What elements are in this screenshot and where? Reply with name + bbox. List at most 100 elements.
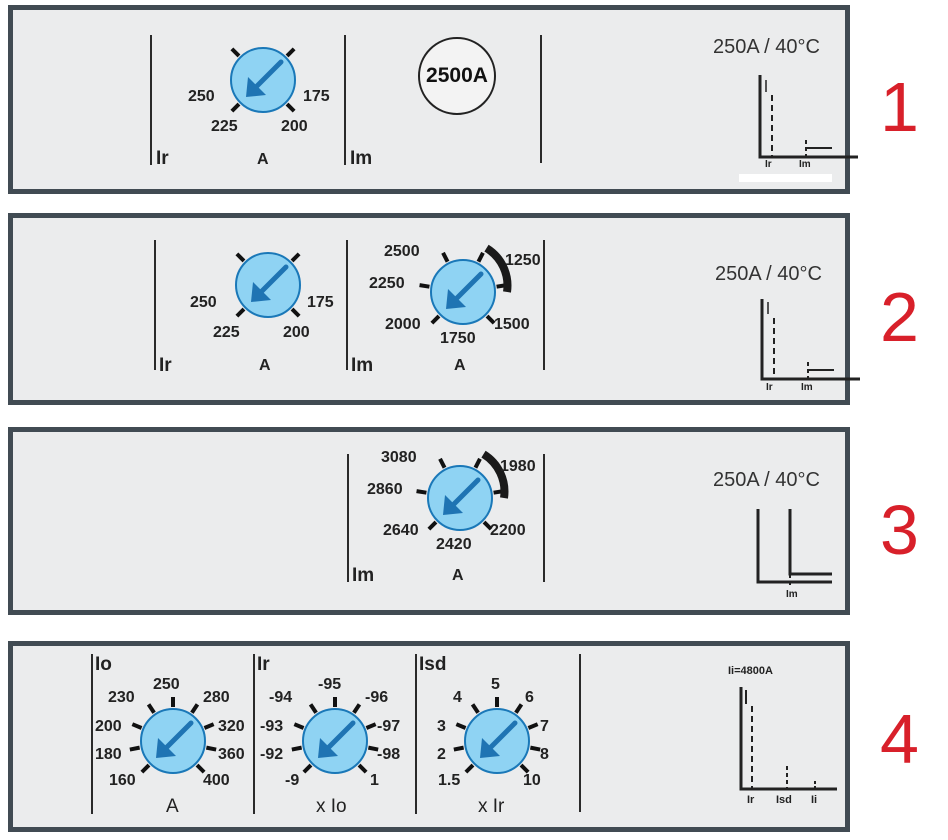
dial-tick (427, 520, 438, 531)
curve-label-ir: Ir (747, 794, 755, 806)
ir-tick-225: 225 (213, 324, 240, 341)
ir-tick-175: 175 (307, 294, 334, 311)
trip-curve (758, 75, 858, 159)
dial-tick (365, 722, 377, 730)
im-dial[interactable] (390, 442, 530, 562)
divider (346, 240, 348, 370)
dial-arrow-icon (318, 720, 356, 758)
ir-dial[interactable] (198, 240, 338, 350)
divider (543, 240, 545, 370)
dial-tick (352, 703, 362, 714)
ir-tick--98: -98 (377, 746, 401, 763)
panel-number-4: 4 (880, 700, 919, 778)
im-tick-1500: 1500 (494, 316, 530, 333)
dial-tick (476, 251, 485, 263)
im-dial[interactable] (393, 236, 533, 356)
trip-unit-panel-3: 3080 2860 2640 2420 2200 1980 Im A 250A … (8, 427, 850, 615)
isd-tick-7: 7 (540, 718, 549, 735)
white-strip (739, 174, 832, 182)
ir-tick-250: 250 (188, 88, 215, 105)
dial-arrow-icon (246, 59, 284, 97)
isd-dial[interactable] (427, 676, 567, 806)
curve-label-im: Im (786, 589, 798, 600)
ir-tick--9: -9 (285, 772, 300, 789)
dial-tick (416, 489, 427, 495)
divider (253, 654, 255, 814)
dial-tick (308, 703, 318, 714)
ir-label: Ir (159, 355, 172, 376)
divider (344, 35, 346, 165)
im-tick-2250: 2250 (369, 275, 405, 292)
ir-tick--95: -95 (318, 676, 342, 693)
divider (579, 654, 581, 812)
isd-tick-6: 6 (525, 689, 534, 706)
trip-unit-panel-2: 250 225 200 175 Ir A 2500 2250 2000 1750… (8, 213, 860, 405)
curve-title: Ii=4800A (728, 665, 773, 677)
rating-label: 250A / 40°C (715, 263, 822, 285)
dial-tick (146, 703, 156, 714)
panel-number-3: 3 (880, 491, 919, 569)
ir-label: Ir (156, 148, 169, 169)
io-tick-400: 400 (203, 772, 230, 789)
im-tick-2200: 2200 (490, 522, 526, 539)
dial-tick (419, 283, 430, 289)
ir-dial[interactable] (265, 676, 405, 806)
dial-tick (285, 102, 296, 113)
dial-tick (285, 47, 296, 58)
ir-label: Ir (257, 654, 270, 675)
dial-tick (529, 745, 541, 752)
isd-tick-8: 8 (540, 746, 549, 763)
isd-tick-4: 4 (453, 689, 462, 706)
dial-tick (367, 745, 379, 752)
divider (154, 240, 156, 370)
dial-tick (519, 763, 530, 774)
curve-label-im: Im (799, 159, 811, 170)
io-tick-180: 180 (95, 746, 122, 763)
dial-tick (230, 47, 241, 58)
dial-tick (357, 763, 368, 774)
io-tick-200: 200 (95, 718, 122, 735)
im-tick-2640: 2640 (383, 522, 419, 539)
im-label: Im (352, 565, 375, 586)
dial-tick (455, 722, 467, 730)
io-label: Io (95, 654, 112, 675)
dial-tick (129, 745, 141, 752)
curve-label-ii: Ii (811, 794, 818, 806)
isd-tick-3: 3 (437, 718, 446, 735)
dial-tick (482, 520, 493, 531)
dial-tick (302, 763, 313, 774)
ir-tick--92: -92 (260, 746, 284, 763)
dial-tick (470, 703, 480, 714)
ir-unit: x Io (316, 796, 347, 817)
im-fixed-setting: 2500A (418, 37, 496, 115)
dial-tick (205, 745, 217, 752)
dial-tick (514, 703, 524, 714)
dial-arrow-icon (443, 477, 481, 515)
ir-dial[interactable] (193, 35, 333, 145)
io-tick-360: 360 (218, 746, 245, 763)
rating-label: 250A / 40°C (713, 469, 820, 491)
dial-tick (235, 307, 246, 318)
im-unit: A (452, 567, 464, 584)
io-dial[interactable] (103, 676, 243, 806)
dial-tick (230, 102, 241, 113)
io-tick-250: 250 (153, 676, 180, 693)
im-label: Im (351, 355, 374, 376)
im-tick-2500: 2500 (384, 243, 420, 260)
dial-tick (235, 252, 246, 263)
dial-tick (464, 763, 475, 774)
dial-tick (291, 745, 303, 752)
trip-curve (739, 687, 837, 791)
isd-tick-1.5: 1.5 (438, 772, 461, 789)
dial-tick (140, 763, 151, 774)
ir-unit: A (257, 151, 269, 168)
dial-tick (441, 251, 450, 263)
dial-tick (473, 457, 482, 469)
im-tick-2860: 2860 (367, 481, 403, 498)
curve-label-ir: Ir (765, 159, 772, 170)
rating-label: 250A / 40°C (713, 36, 820, 58)
io-tick-160: 160 (109, 772, 136, 789)
ir-tick-225: 225 (211, 118, 238, 135)
im-label: Im (350, 148, 373, 169)
dial-tick (485, 314, 496, 325)
